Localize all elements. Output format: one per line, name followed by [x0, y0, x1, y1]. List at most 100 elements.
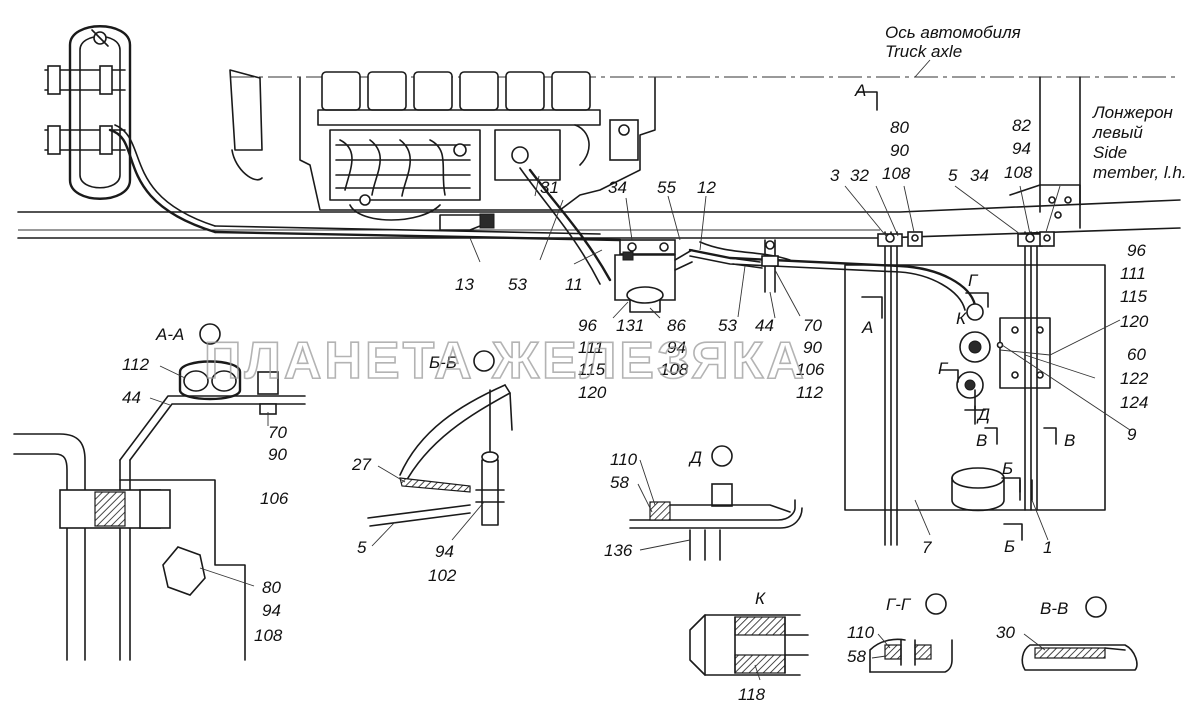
callout-96: 96	[578, 316, 597, 335]
callout-94-left: 94	[262, 601, 281, 620]
member-label-ru-2: левый	[1092, 123, 1143, 142]
callout-108-mid: 108	[660, 360, 689, 379]
callout-102: 102	[428, 566, 457, 585]
callout-115: 115	[578, 360, 606, 379]
callout-13: 13	[455, 275, 474, 294]
callout-58-gg: 58	[847, 647, 866, 666]
callout-94: 94	[1012, 139, 1031, 158]
callout-12: 12	[697, 178, 716, 197]
member-label-en-1: Side	[1093, 143, 1127, 162]
section-d-detail	[629, 483, 803, 561]
tank-strap-right	[1017, 231, 1043, 511]
callout-80-left: 80	[262, 578, 281, 597]
leader-lines	[469, 175, 1131, 541]
callout-94-mid: 94	[667, 338, 686, 357]
callout-131: 131	[616, 316, 644, 335]
callout-44-mid: 44	[755, 316, 774, 335]
callout-31: 31	[540, 178, 559, 197]
tank-strap-left	[877, 231, 903, 546]
callout-90: 90	[890, 141, 909, 160]
callout-27: 27	[351, 455, 371, 474]
section-mark-a-low: А	[861, 318, 873, 337]
callout-34-right: 34	[970, 166, 989, 185]
callout-115-right: 115	[1120, 287, 1148, 306]
section-title-d: Д	[688, 448, 702, 467]
section-title-circles	[199, 323, 1107, 618]
axis-label-ru: Ось автомобиля	[885, 23, 1021, 42]
callout-136: 136	[604, 541, 633, 560]
section-title-aa: А-А	[155, 325, 184, 344]
callout-32: 32	[850, 166, 869, 185]
callout-90-left: 90	[268, 445, 287, 464]
callout-90-mid: 90	[803, 338, 822, 357]
callout-112: 112	[122, 355, 150, 374]
section-vv-detail	[1021, 644, 1138, 671]
section-mark-g-top: Г	[968, 271, 979, 290]
callout-94-bb: 94	[435, 542, 454, 561]
callout-34-mid: 34	[608, 178, 627, 197]
section-title-gg: Г-Г	[886, 595, 912, 614]
callout-120-right: 120	[1120, 312, 1149, 331]
section-aa-detail	[13, 360, 306, 661]
callout-5-top: 5	[948, 166, 958, 185]
axis-label-en: Truck axle	[885, 42, 962, 61]
callout-112-mid: 112	[796, 383, 824, 402]
section-mark-b-top: Б	[1002, 459, 1013, 478]
callout-110: 110	[610, 450, 638, 469]
callout-numbers: 80 90 108 82 94 108 3 32 5 34 31 34 55 1…	[122, 116, 1149, 704]
callout-55: 55	[657, 178, 676, 197]
section-title-bb: Б-Б	[429, 353, 457, 372]
fuel-lines	[213, 167, 977, 311]
engine-cylinder-heads	[317, 71, 601, 126]
callout-82: 82	[1012, 116, 1031, 135]
callout-124: 124	[1120, 393, 1148, 412]
callout-11: 11	[565, 275, 583, 294]
fuel-injection-pump	[329, 119, 639, 221]
callout-7: 7	[922, 538, 932, 557]
section-gg-detail	[869, 638, 953, 673]
section-mark-v-left: В	[976, 431, 987, 450]
callout-3: 3	[830, 166, 840, 185]
callout-118: 118	[738, 685, 766, 704]
callout-106-left: 106	[260, 489, 289, 508]
callout-111: 111	[578, 338, 604, 357]
callout-60: 60	[1127, 345, 1146, 364]
callout-80: 80	[890, 118, 909, 137]
section-title-k: К	[755, 589, 766, 608]
section-mark-d: Д	[976, 405, 990, 424]
callout-122: 122	[1120, 369, 1149, 388]
callout-111-right: 111	[1120, 264, 1146, 283]
callout-53-mid: 53	[718, 316, 737, 335]
callout-108-left: 108	[254, 626, 283, 645]
section-k-detail	[689, 614, 809, 676]
section-title-vv: В-В	[1040, 599, 1068, 618]
watermark-text: ПЛАНЕТА ЖЕЛЕЗЯКА	[204, 332, 807, 390]
callout-70: 70	[803, 316, 822, 335]
callout-53-left: 53	[508, 275, 527, 294]
callout-5-left: 5	[357, 538, 367, 557]
member-label-ru-1: Лонжерон	[1092, 103, 1174, 122]
callout-106: 106	[796, 360, 825, 379]
side-member-frame	[17, 76, 1181, 239]
callout-108: 108	[882, 164, 911, 183]
callout-44-left: 44	[122, 388, 141, 407]
section-mark-g-low: Г	[938, 359, 949, 378]
section-bb-detail	[367, 384, 513, 527]
member-label-en-2: member, l.h.	[1093, 163, 1187, 182]
section-mark-b-low: Б	[1004, 537, 1015, 556]
callout-58: 58	[610, 473, 629, 492]
callout-9: 9	[1127, 425, 1137, 444]
engine-block	[229, 69, 656, 231]
callout-30: 30	[996, 623, 1015, 642]
callout-120: 120	[578, 383, 607, 402]
callout-86: 86	[667, 316, 686, 335]
section-mark-a-top: А	[854, 81, 866, 100]
detail-leader-lines	[149, 365, 1046, 681]
callout-96-right: 96	[1127, 241, 1146, 260]
fuel-filter-bracket	[44, 25, 217, 234]
callout-108b: 108	[1004, 163, 1033, 182]
section-marks	[856, 91, 1057, 541]
section-mark-v-right: В	[1064, 431, 1075, 450]
callout-1: 1	[1043, 538, 1052, 557]
